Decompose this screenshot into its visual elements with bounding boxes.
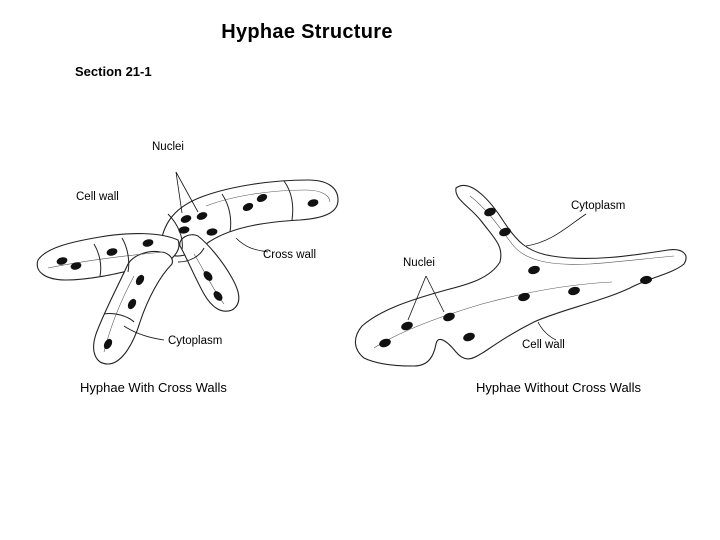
label-nuclei-right: Nuclei <box>403 257 435 269</box>
septate-hypha <box>36 171 339 365</box>
slide-title: Hyphae Structure <box>221 21 393 43</box>
label-cell-wall-left: Cell wall <box>76 191 119 203</box>
label-cross-wall: Cross wall <box>263 249 317 261</box>
label-nuclei-left: Nuclei <box>152 141 184 153</box>
label-cytoplasm-left: Cytoplasm <box>168 335 223 347</box>
label-cell-wall-right: Cell wall <box>522 339 565 351</box>
section-label: Section 21-1 <box>75 64 152 79</box>
caption-without-cross-walls: Hyphae Without Cross Walls <box>476 380 641 395</box>
coenocytic-hypha-body <box>354 185 687 367</box>
coenocytic-hypha <box>354 185 687 367</box>
caption-with-cross-walls: Hyphae With Cross Walls <box>80 380 227 395</box>
label-cytoplasm-right: Cytoplasm <box>571 200 626 212</box>
